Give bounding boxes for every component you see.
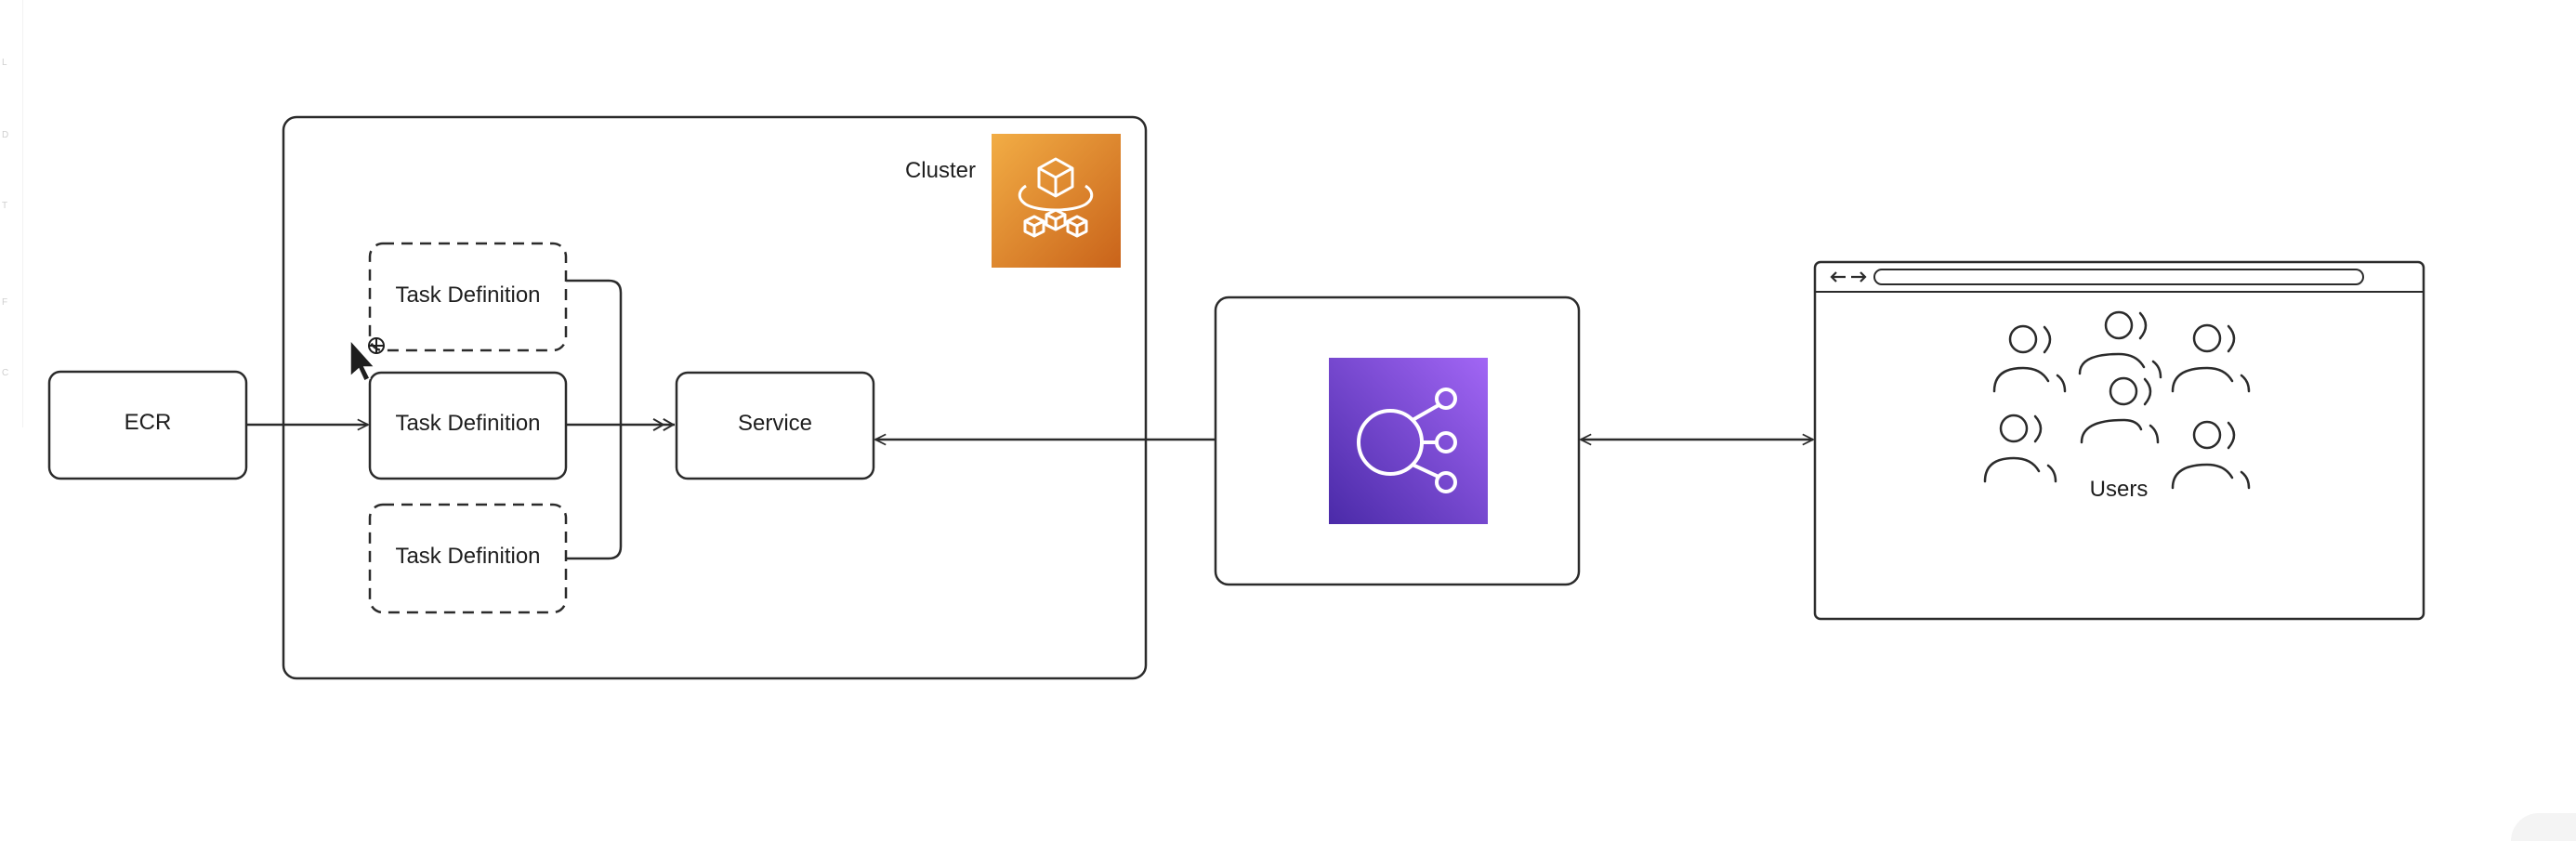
cluster-container[interactable]	[282, 115, 1148, 680]
left-toolbar-rail: L D T F C	[0, 0, 23, 427]
elastic-load-balancing-icon	[1329, 358, 1488, 524]
ecr-label: ECR	[124, 410, 172, 435]
task-definition-top-label: Task Definition	[395, 283, 541, 308]
users-group-icon	[1983, 310, 2251, 490]
corner-help-button[interactable]	[2511, 813, 2576, 841]
back-forward-arrows-icon[interactable]	[1830, 271, 1867, 283]
rail-mark: T	[2, 201, 8, 211]
browser-address-bar[interactable]	[1873, 269, 2364, 285]
rail-mark: C	[2, 368, 9, 378]
task-to-service-connector[interactable]	[566, 279, 676, 560]
ecs-cluster-icon	[992, 134, 1121, 268]
rail-mark: L	[2, 58, 7, 68]
service-label: Service	[737, 411, 813, 436]
mouse-cursor-icon	[349, 337, 385, 383]
task-definition-middle-label: Task Definition	[395, 411, 541, 436]
cluster-label: Cluster	[904, 158, 976, 183]
users-browser-window[interactable]	[1813, 260, 2425, 621]
task-definition-bottom-label: Task Definition	[395, 544, 541, 569]
rail-mark: D	[2, 130, 9, 140]
load-balancer-container[interactable]	[1214, 296, 1581, 586]
users-label: Users	[2089, 477, 2149, 502]
service-node[interactable]	[675, 371, 875, 480]
task-definition-top-node[interactable]	[368, 242, 568, 352]
rail-mark: F	[2, 297, 8, 308]
